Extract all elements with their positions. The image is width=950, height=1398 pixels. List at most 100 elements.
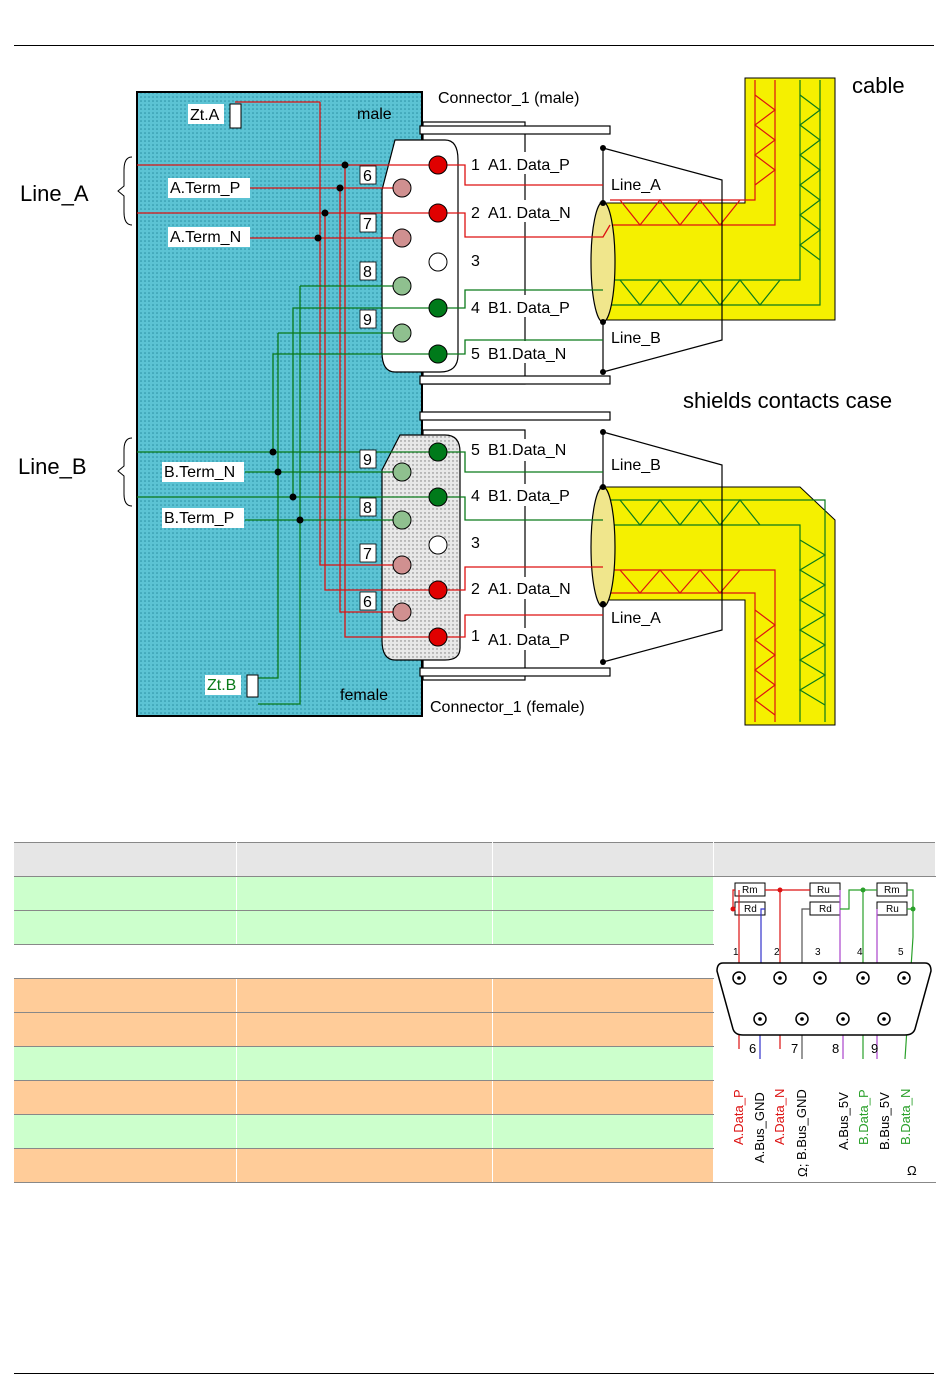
top-pin-5-label: B1.Data_N: [488, 346, 566, 363]
svg-text:A.Bus_GND: A.Bus_GND: [752, 1092, 767, 1163]
svg-text:Ru: Ru: [886, 904, 899, 915]
connector-wiring-diagram: 6 7 8 9 9 8 7 6 1 A1. Data_P 2 A1. Data_…: [18, 73, 905, 726]
header-cell: [713, 842, 936, 877]
connector-female-label: Connector_1 (female): [430, 699, 585, 716]
bottom-pin-2-num: 2: [471, 581, 480, 598]
dsub-pins: [732, 971, 911, 1026]
line-b-brace: [117, 437, 133, 507]
bottom-pin-labels: 5 B1.Data_N 4 B1. Data_P 3 2 A1. Data_N …: [468, 439, 580, 650]
cable-line-a-bottom: Line_A: [611, 610, 661, 627]
svg-text:7: 7: [791, 1041, 798, 1056]
b-term-n-label: B.Term_N: [164, 464, 235, 481]
pin-top-4: [428, 298, 448, 318]
pin-top-7: [392, 228, 412, 248]
svg-text:Ω: Ω: [907, 1163, 917, 1178]
num-top-7: 7: [363, 216, 372, 233]
svg-text:B.Bus_GND: B.Bus_GND: [794, 1089, 809, 1160]
top-pin-4-num: 4: [471, 300, 480, 317]
svg-text:Rm: Rm: [884, 885, 900, 896]
bottom-pin-5-label: B1.Data_N: [488, 442, 566, 459]
a-term-n-label: A.Term_N: [170, 229, 241, 246]
top-rule: [14, 45, 934, 46]
svg-text:Rm: Rm: [742, 885, 758, 896]
svg-text:Ω;: Ω;: [795, 1164, 810, 1177]
pin-top-1: [428, 155, 448, 175]
svg-text:2: 2: [774, 947, 780, 958]
bottom-rule: [14, 1373, 934, 1374]
svg-text:6: 6: [749, 1041, 756, 1056]
svg-text:B.Data_P: B.Data_P: [856, 1089, 871, 1145]
bottom-pin-5-num: 5: [471, 442, 480, 459]
pin-bottom-1: [428, 627, 448, 647]
resistor-zt-b: [246, 674, 259, 698]
header-cell: [492, 842, 714, 877]
pin-bottom-6: [392, 602, 412, 622]
pin-top-8: [392, 276, 412, 296]
dsub-body: [716, 962, 932, 1036]
top-pin-2-label: A1. Data_N: [488, 205, 571, 222]
zt-b-label: Zt.B: [207, 677, 236, 694]
pin-bottom-3: [428, 535, 448, 555]
svg-text:8: 8: [832, 1041, 839, 1056]
svg-text:B.Data_N: B.Data_N: [898, 1089, 913, 1145]
num-bottom-9: 9: [363, 452, 372, 469]
connector-male-label: Connector_1 (male): [438, 90, 579, 107]
svg-text:4: 4: [857, 947, 863, 958]
shields-label: shields contacts case: [683, 388, 892, 413]
table-row: [14, 1012, 935, 1047]
wires-line-a: [137, 101, 611, 638]
junction-dots: [269, 145, 606, 665]
top-connector-pins: [392, 155, 448, 364]
female-label: female: [340, 687, 388, 704]
pin-bottom-4: [428, 487, 448, 507]
num-top-8: 8: [363, 264, 372, 281]
svg-text:5: 5: [898, 947, 904, 958]
svg-text:A.Data_P: A.Data_P: [731, 1089, 746, 1145]
table-row: [14, 978, 935, 1013]
top-pin-4-label: B1. Data_P: [488, 300, 570, 317]
pin-number-boxes: [359, 165, 377, 611]
top-pin-1-num: 1: [471, 157, 480, 174]
top-pin-labels: 1 A1. Data_P 2 A1. Data_N 3 4 B1. Data_P…: [468, 152, 580, 363]
bottom-pin-4-num: 4: [471, 488, 480, 505]
pin-bottom-5: [428, 442, 448, 462]
line-b-label: Line_B: [18, 454, 87, 479]
male-label: male: [357, 106, 392, 123]
table-row: [14, 1046, 935, 1081]
bottom-pin-2-label: A1. Data_N: [488, 581, 571, 598]
cable-line-a-top: Line_A: [611, 177, 661, 194]
svg-text:Rd: Rd: [744, 904, 757, 915]
table-row: [14, 910, 935, 945]
top-pin-3-num: 3: [471, 253, 480, 270]
wires-line-b: [137, 285, 603, 705]
table-row: [14, 1114, 935, 1149]
cable-line-b-top: Line_B: [611, 330, 661, 347]
dsub-pin-centers: [737, 976, 906, 1021]
svg-text:A.Data_N: A.Data_N: [772, 1089, 787, 1145]
dsub-pinout-diagram: Rm Rd Ru Rd Rm Ru 1 2 3 4: [716, 882, 932, 1178]
header-cell: [236, 842, 493, 877]
pin-top-6: [392, 178, 412, 198]
cable-bottom: [599, 486, 836, 726]
svg-text:9: 9: [871, 1041, 878, 1056]
header-cell: [14, 842, 237, 877]
pin-bottom-9: [392, 462, 412, 482]
zt-a-label: Zt.A: [190, 107, 220, 124]
cable-line-b-bottom: Line_B: [611, 457, 661, 474]
bottom-pin-4-label: B1. Data_P: [488, 488, 570, 505]
svg-text:Rd: Rd: [819, 904, 832, 915]
pinout-top-numbers: 1 2 3 4 5: [733, 947, 904, 958]
num-top-6: 6: [363, 168, 372, 185]
pin-bottom-2: [428, 580, 448, 600]
cable-label: cable: [852, 73, 905, 98]
cable-twist-bottom: [610, 499, 827, 722]
pinout-dots: [730, 887, 916, 912]
top-pin-2-num: 2: [471, 205, 480, 222]
pin-top-2: [428, 203, 448, 223]
table-row: [14, 944, 935, 979]
num-bottom-8: 8: [363, 500, 372, 517]
pinout-signal-labels: A.Data_P A.Bus_GND A.Data_N B.Bus_GND A.…: [731, 1089, 917, 1178]
resistor-zt-a: [229, 103, 242, 129]
bottom-pin-1-num: 1: [471, 628, 480, 645]
a-term-p-label: A.Term_P: [170, 180, 240, 197]
